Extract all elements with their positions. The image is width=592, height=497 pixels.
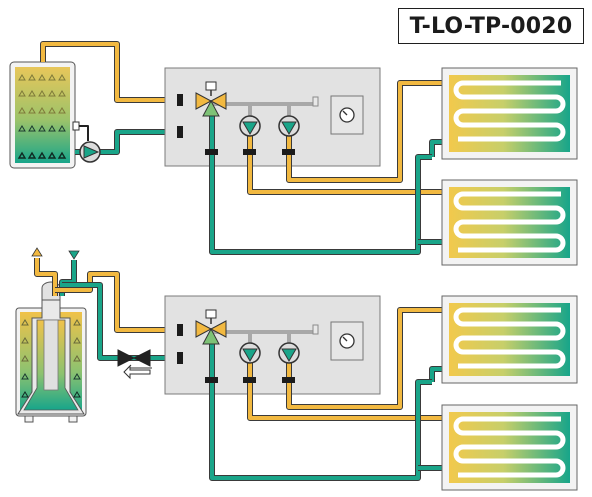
floor-panel-bottom-2 xyxy=(441,404,578,491)
tank-pump-icon xyxy=(79,141,101,163)
mixing-valve-bottom-icon xyxy=(195,309,227,345)
circuit-pump-top-1-icon xyxy=(239,115,261,137)
mixing-valve-top-icon xyxy=(195,81,227,117)
tank-triangle-icons xyxy=(17,74,67,159)
floor-panel-top-2 xyxy=(441,179,578,266)
floor-panel-bottom-1 xyxy=(441,295,578,384)
pipe-connectors-bottom xyxy=(177,324,295,383)
circuit-pipes-bottom xyxy=(209,307,442,481)
diagram-code-label: T-LO-TP-0020 xyxy=(398,8,584,44)
buffer-tank xyxy=(9,61,80,169)
floor-panel-top-1 xyxy=(441,67,578,160)
circuit-pump-bottom-1-icon xyxy=(239,342,261,364)
boiler xyxy=(15,281,87,423)
boiler-inlet-markers xyxy=(31,247,80,260)
controller-top xyxy=(330,95,364,135)
pipes-top xyxy=(40,41,208,155)
controller-bottom xyxy=(330,321,364,361)
circuit-pump-top-2-icon xyxy=(278,115,300,137)
pipes-bottom xyxy=(34,258,208,361)
boiler-triangle-icons xyxy=(21,319,81,398)
pipe-connectors-top xyxy=(177,94,295,155)
circuit-pump-bottom-2-icon xyxy=(278,342,300,364)
check-valve-icon xyxy=(117,349,152,380)
